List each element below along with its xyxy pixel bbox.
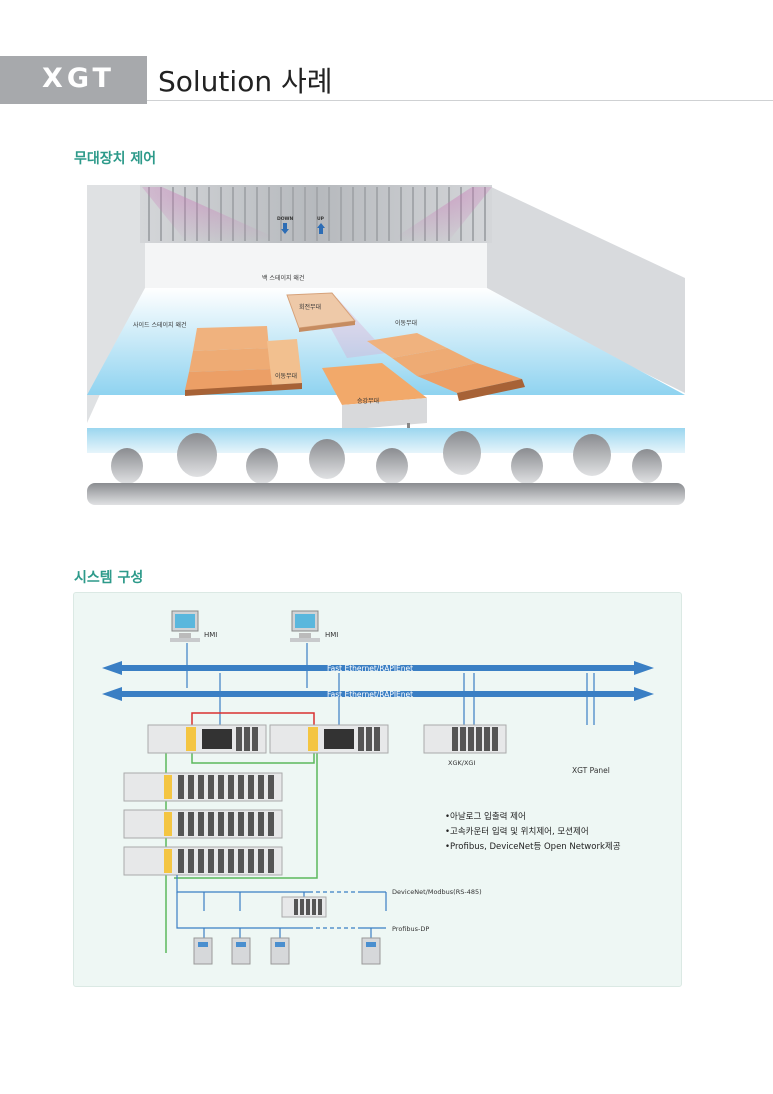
page-header: XGT Solution 사례 bbox=[0, 56, 773, 104]
plc-rack-xgk bbox=[423, 724, 507, 754]
feature-bullet-3: •Profibus, DeviceNet등 Open Network제공 bbox=[445, 842, 621, 852]
expansion-rack-2 bbox=[123, 809, 283, 839]
network-bus-1 bbox=[102, 661, 654, 675]
network-bus-2 bbox=[102, 687, 654, 701]
hmi-1-label: HMI bbox=[204, 631, 217, 639]
header-divider bbox=[147, 100, 773, 101]
hmi-2-label: HMI bbox=[325, 631, 338, 639]
system-diagram-panel: HMI HMI Fast Ethernet/RAPIEnet bbox=[73, 592, 682, 987]
plc-rack-1 bbox=[147, 724, 267, 754]
profibus-label: Profibus-DP bbox=[392, 925, 429, 933]
inverter-4-icon bbox=[361, 937, 381, 965]
system-diagram: HMI HMI Fast Ethernet/RAPIEnet bbox=[102, 610, 654, 965]
xgk-label: XGK/XGI bbox=[448, 759, 475, 767]
page-title: Solution 사례 bbox=[158, 65, 333, 98]
network-bus-2-label: Fast Ethernet/RAPIEnet bbox=[327, 690, 413, 699]
hmi-1-icon bbox=[170, 610, 200, 642]
section-title-stage: 무대장치 제어 bbox=[74, 151, 157, 167]
plc-rack-2 bbox=[269, 724, 389, 754]
devicenet-label: DeviceNet/Modbus(RS-485) bbox=[392, 888, 482, 896]
hmi-2-icon bbox=[290, 610, 320, 642]
expansion-rack-1 bbox=[123, 772, 283, 802]
inverter-3-icon bbox=[270, 937, 290, 965]
stage-illustration: DOWN UP 백 스테이지 왜건 회전무대 사이드 스테이지 왜건 이동무대 … bbox=[87, 185, 685, 505]
label-back-stage: 백 스테이지 왜건 bbox=[262, 274, 304, 282]
inverter-2-icon bbox=[231, 937, 251, 965]
expansion-rack-3 bbox=[123, 846, 283, 876]
up-label: UP bbox=[317, 216, 325, 222]
label-moving-stage-right: 이동무대 bbox=[395, 319, 417, 327]
network-bus-1-label: Fast Ethernet/RAPIEnet bbox=[327, 664, 413, 673]
feature-bullet-2: •고속카운터 입력 및 위치제어, 모션제어 bbox=[445, 826, 589, 837]
label-rotating-stage: 회전무대 bbox=[299, 303, 321, 311]
down-arrow-icon bbox=[281, 223, 289, 234]
logo-box: XGT bbox=[0, 56, 147, 104]
down-label: DOWN bbox=[277, 216, 294, 222]
label-side-stage: 사이드 스테이지 왜건 bbox=[133, 321, 187, 329]
feature-bullet-1: •아날로그 입출력 제어 bbox=[445, 811, 526, 822]
section-title-system: 시스템 구성 bbox=[74, 570, 144, 586]
remote-io-module bbox=[281, 896, 327, 918]
inverter-1-icon bbox=[193, 937, 213, 965]
xgt-logo: XGT bbox=[42, 63, 115, 94]
up-arrow-icon bbox=[317, 223, 325, 234]
xgt-panel-label: XGT Panel bbox=[572, 766, 610, 775]
label-moving-stage-left: 이동무대 bbox=[275, 372, 297, 380]
label-lift-stage: 승강무대 bbox=[357, 397, 379, 405]
